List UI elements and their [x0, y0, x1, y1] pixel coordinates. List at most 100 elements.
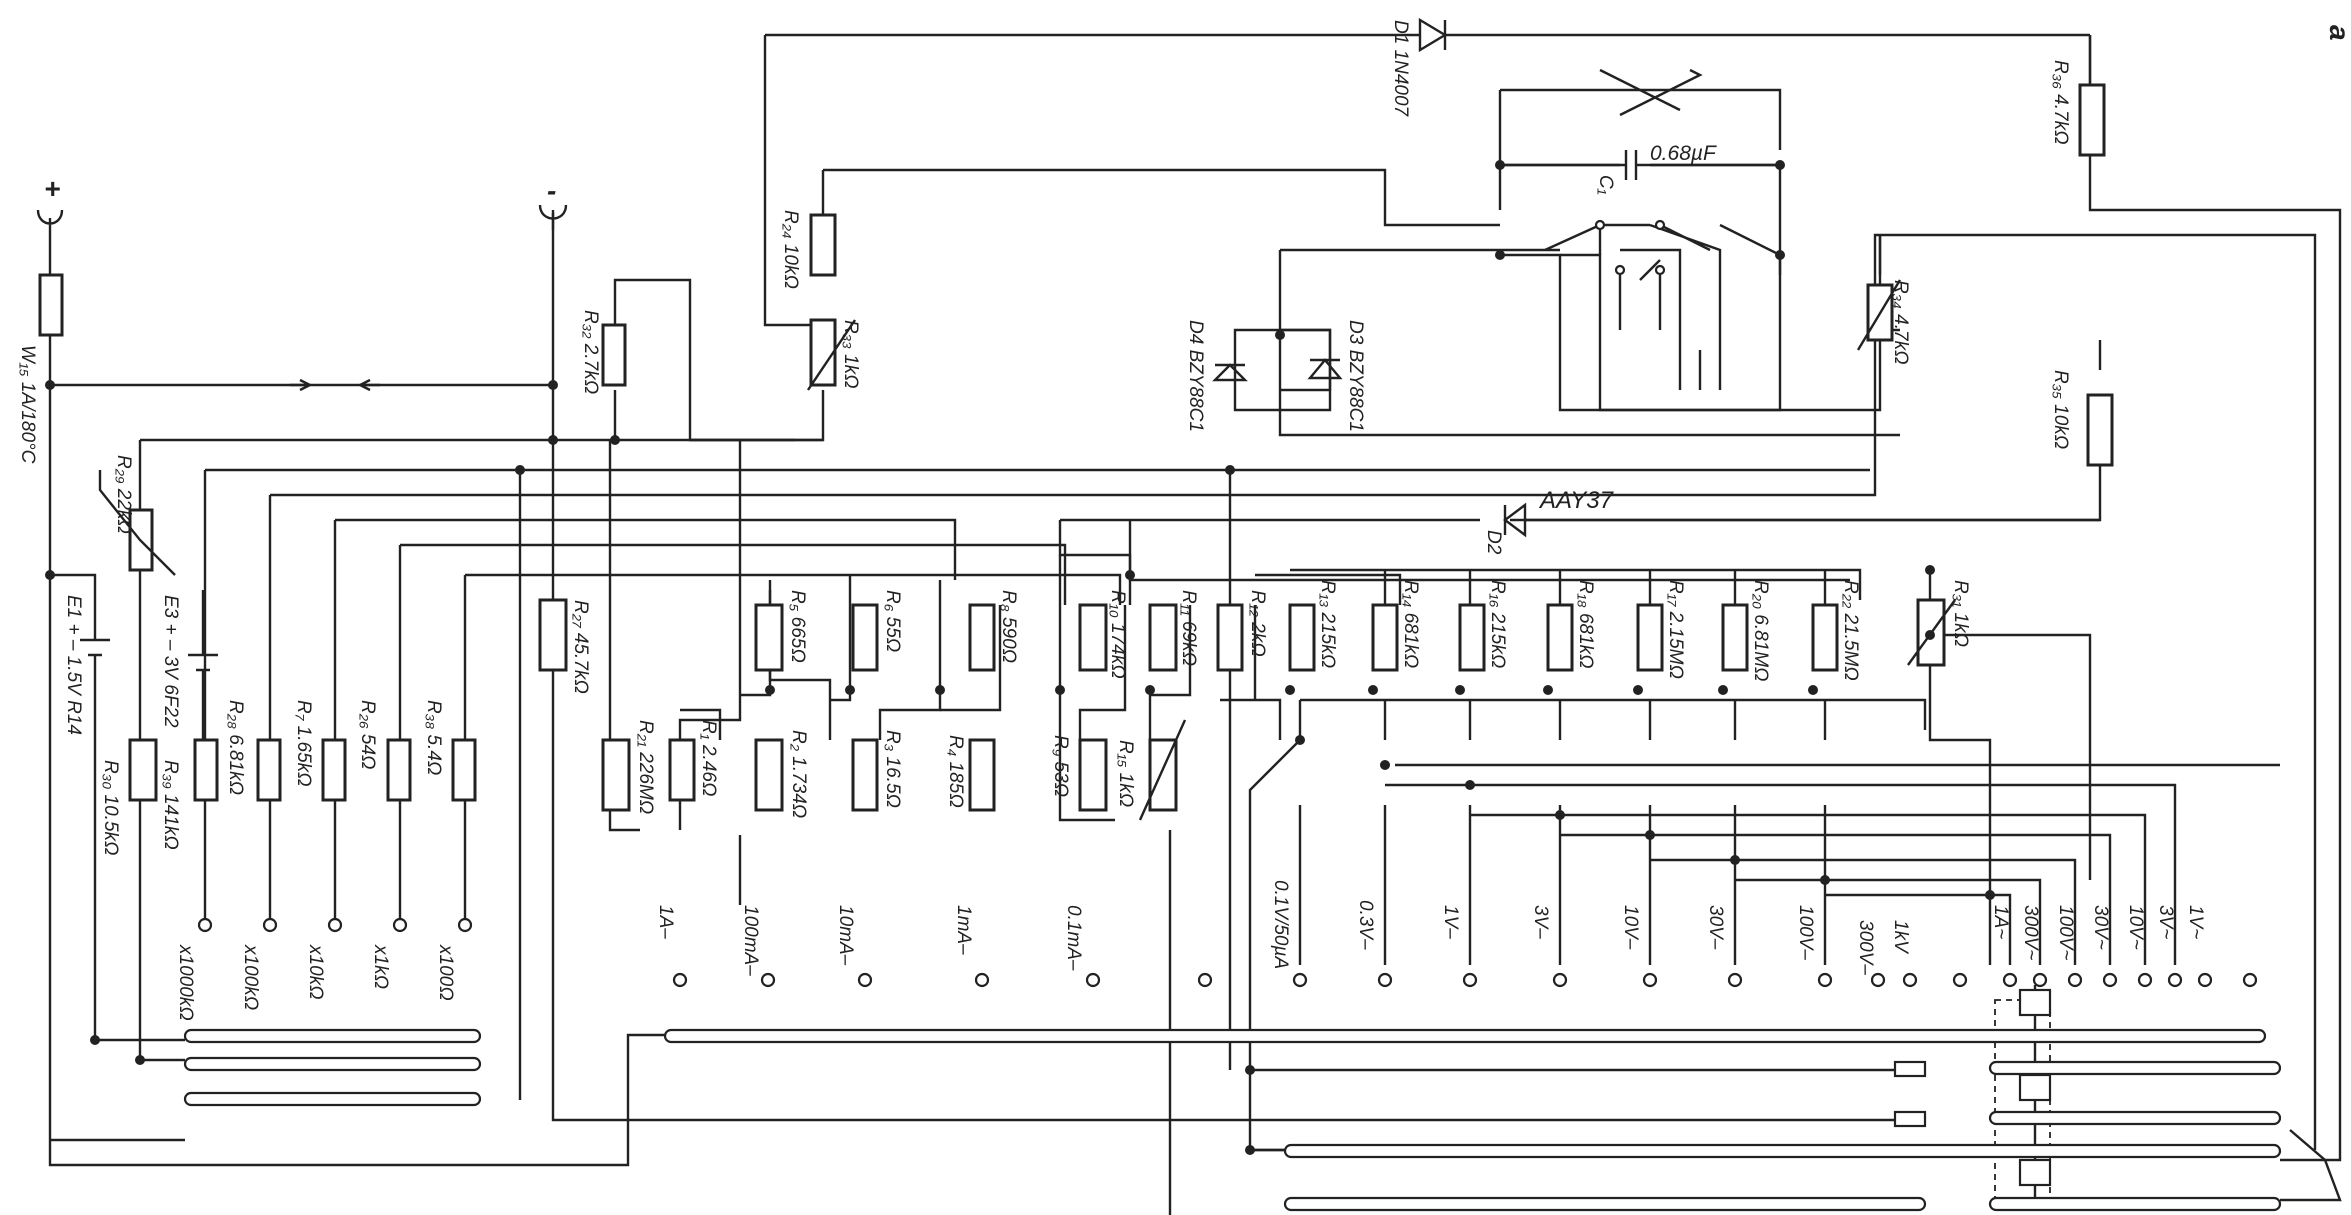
r15-wiper — [1138, 719, 1187, 821]
range-3v-dc: 3V– — [1530, 905, 1551, 939]
label-r18: R₁₈ 681kΩ — [1575, 580, 1596, 669]
range-10ma-dc: 10mA– — [835, 905, 856, 966]
resistor-r32 — [601, 323, 627, 387]
switch-bar-8 — [1988, 1110, 2282, 1126]
resistor-r3 — [851, 738, 879, 812]
junctions — [45, 160, 1995, 1155]
resistor-r39 — [193, 738, 219, 802]
range-1v-dc: 1V– — [1440, 905, 1461, 939]
diode-d4 — [1212, 363, 1248, 382]
batteries — [80, 590, 218, 740]
resistor-r12 — [1216, 603, 1244, 672]
range-x100k: x100kΩ — [240, 944, 261, 1010]
resistor-r2 — [754, 738, 784, 812]
input-jacks — [36, 204, 568, 245]
potentiometer-arrows — [98, 68, 1956, 821]
label-r7: R₇ 1.65kΩ — [293, 700, 314, 787]
resistor-r6 — [851, 603, 879, 672]
resistor-r27 — [538, 598, 568, 672]
r34-wiper — [1856, 279, 1902, 351]
labels: a + - W₁₅ 1A/180°C R₂₉ 22kΩ E1 + – 1.5V … — [17, 20, 2351, 1021]
label-r17: R₁₇ 2.15MΩ — [1665, 580, 1686, 679]
switch-bar-11 — [1988, 1196, 2282, 1212]
r33-wiper — [807, 319, 856, 391]
label-r14: R₁₄ 681kΩ — [1400, 580, 1421, 668]
label-r35: R₃₅ 10kΩ — [2050, 370, 2071, 449]
range-03v-dc: 0.3V– — [1355, 900, 1376, 950]
resistor-r18 — [1546, 603, 1574, 672]
resistor-r11 — [1148, 603, 1178, 672]
label-r22: R₂₂ 21.5MΩ — [1840, 580, 1861, 681]
resistor-r5 — [754, 603, 784, 672]
range-x1000k: x1000kΩ — [175, 944, 196, 1021]
label-r8: R₈ 590Ω — [998, 590, 1019, 663]
range-terminals — [197, 917, 2258, 988]
switch-rotor-2 — [2018, 1073, 2052, 1102]
switch-bar-3 — [183, 1091, 482, 1107]
resistor-r17 — [1636, 603, 1664, 672]
capacitor-c1 — [1500, 150, 1780, 180]
label-r31: R₃₁ 1kΩ — [1950, 580, 1971, 647]
label-r12: R₁₂ 2kΩ — [1247, 590, 1268, 657]
label-d2: D2 — [1483, 530, 1504, 555]
range-1kv: 1kV — [1890, 920, 1911, 955]
switch-bar-7 — [1893, 1110, 1927, 1128]
label-r28: R₂₈ 6.81kΩ — [225, 700, 246, 795]
range-1ma-dc: 1mA– — [953, 905, 974, 955]
resistor-r14 — [1371, 603, 1399, 672]
label-r38: R₃₈ 5.4Ω — [423, 700, 444, 775]
label-r34: R₃₄ 4.7kΩ — [1890, 280, 1911, 365]
resistor-r38 — [451, 738, 477, 802]
resistor-r26 — [386, 738, 412, 802]
switch-bar-10 — [1283, 1196, 1927, 1212]
resistor-r24 — [809, 213, 837, 277]
range-10v-dc: 10V– — [1620, 905, 1641, 950]
resistor-r22 — [1811, 603, 1839, 672]
corner-mark: a — [2324, 25, 2351, 41]
label-r39: R₃₉ 141kΩ — [160, 760, 181, 850]
label-r20: R₂₀ 6.81MΩ — [1750, 580, 1771, 682]
r29-wiper — [98, 470, 176, 576]
resistor-r33 — [809, 318, 837, 387]
label-e1: E1 + – 1.5V R14 — [63, 595, 84, 735]
label-r36: R₃₆ 4.7kΩ — [2050, 60, 2071, 145]
label-r21: R₂₁ 226MΩ — [635, 720, 656, 814]
range-x1k: x1kΩ — [370, 944, 391, 989]
label-d1: D1 1N4007 — [1390, 20, 1411, 118]
resistor-r9 — [1078, 738, 1108, 812]
label-r27: R₂₇ 45.7kΩ — [570, 600, 591, 694]
switch-bar-1 — [183, 1028, 482, 1044]
label-r29: R₂₉ 22kΩ — [113, 455, 134, 534]
resistor-r30 — [128, 738, 158, 802]
label-r3: R₃ 16.5Ω — [882, 730, 903, 808]
jack-minus — [538, 204, 568, 230]
label-r4: R₄ 185Ω — [945, 735, 966, 808]
label-r13: R₁₃ 215kΩ — [1317, 580, 1338, 668]
range-100ma-dc: 100mA– — [740, 905, 761, 976]
range-30v-ac: 30V~ — [2090, 905, 2111, 950]
diode-d3 — [1307, 358, 1343, 380]
range-1v-ac: 1V~ — [2185, 905, 2206, 939]
label-d4: D4 BZY88C1 — [1185, 320, 1206, 432]
label-r15: R₁₅ 1kΩ — [1115, 740, 1136, 807]
resistor-r8 — [968, 603, 996, 672]
resistor-w — [38, 273, 64, 337]
thermistor — [1599, 68, 1703, 117]
label-aay37: AAY37 — [1538, 487, 1615, 514]
range-300v-dc: 300V– — [1855, 920, 1876, 975]
diodes — [1212, 17, 1527, 538]
resistor-r4 — [968, 738, 996, 812]
range-10v-ac: 10V~ — [2125, 905, 2146, 950]
range-100v-dc: 100V– — [1795, 905, 1816, 960]
signal-arrows — [290, 378, 380, 392]
label-r26: R₂₆ 54Ω — [357, 700, 378, 769]
label-c1-value: 0.68µF — [1650, 142, 1717, 165]
switch-rotor-3 — [2018, 1158, 2052, 1187]
label-r30: R₃₀ 10.5kΩ — [100, 760, 121, 855]
diode-d1 — [1418, 17, 1448, 53]
range-x100: x100Ω — [435, 944, 456, 1001]
switch-bar-5 — [1893, 1060, 1927, 1078]
label-r5: R₅ 665Ω — [787, 590, 808, 663]
range-1a-ac: 1A~ — [1990, 905, 2011, 939]
label-r2: R₂ 1.734Ω — [788, 730, 809, 818]
